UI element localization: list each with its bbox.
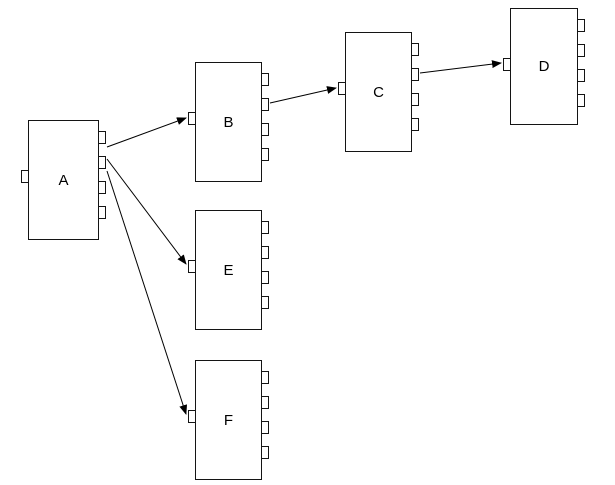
output-pin[interactable] — [261, 148, 269, 161]
output-pin[interactable] — [261, 396, 269, 409]
edge-A-B[interactable] — [106, 117, 187, 148]
edge-A-F[interactable] — [106, 170, 188, 415]
output-pin[interactable] — [98, 206, 106, 219]
edge-C-D[interactable] — [419, 60, 502, 74]
output-pin[interactable] — [577, 94, 585, 107]
output-pin[interactable] — [577, 44, 585, 57]
input-pin[interactable] — [188, 410, 196, 423]
node-label: D — [538, 58, 550, 75]
output-pin[interactable] — [98, 156, 106, 169]
node-F[interactable]: F — [188, 360, 269, 480]
node-D[interactable]: D — [503, 8, 585, 125]
node-label: B — [223, 113, 234, 131]
output-pin[interactable] — [577, 19, 585, 32]
input-pin[interactable] — [21, 170, 29, 183]
output-pin[interactable] — [261, 271, 269, 284]
input-pin[interactable] — [503, 58, 511, 71]
input-pin[interactable] — [188, 112, 196, 125]
node-label: F — [223, 411, 234, 429]
node-A[interactable]: A — [21, 120, 106, 240]
edge-A-E[interactable] — [106, 158, 187, 265]
node-E[interactable]: E — [188, 210, 269, 330]
output-pin[interactable] — [411, 118, 419, 131]
output-pin[interactable] — [261, 123, 269, 136]
output-pin[interactable] — [261, 221, 269, 234]
output-pin[interactable] — [261, 371, 269, 384]
output-pin[interactable] — [261, 421, 269, 434]
output-pin[interactable] — [261, 446, 269, 459]
output-pin[interactable] — [261, 98, 269, 111]
input-pin[interactable] — [338, 82, 346, 95]
node-label: A — [58, 171, 69, 189]
output-pin[interactable] — [411, 68, 419, 81]
node-label: C — [373, 83, 384, 101]
output-pin[interactable] — [261, 73, 269, 86]
node-label: E — [223, 261, 234, 279]
input-pin[interactable] — [188, 260, 196, 273]
output-pin[interactable] — [577, 69, 585, 82]
output-pin[interactable] — [98, 131, 106, 144]
output-pin[interactable] — [411, 93, 419, 106]
output-pin[interactable] — [98, 181, 106, 194]
output-pin[interactable] — [261, 296, 269, 309]
edge-B-C[interactable] — [269, 86, 337, 104]
output-pin[interactable] — [261, 246, 269, 259]
node-B[interactable]: B — [188, 62, 269, 182]
node-C[interactable]: C — [338, 32, 419, 152]
output-pin[interactable] — [411, 43, 419, 56]
